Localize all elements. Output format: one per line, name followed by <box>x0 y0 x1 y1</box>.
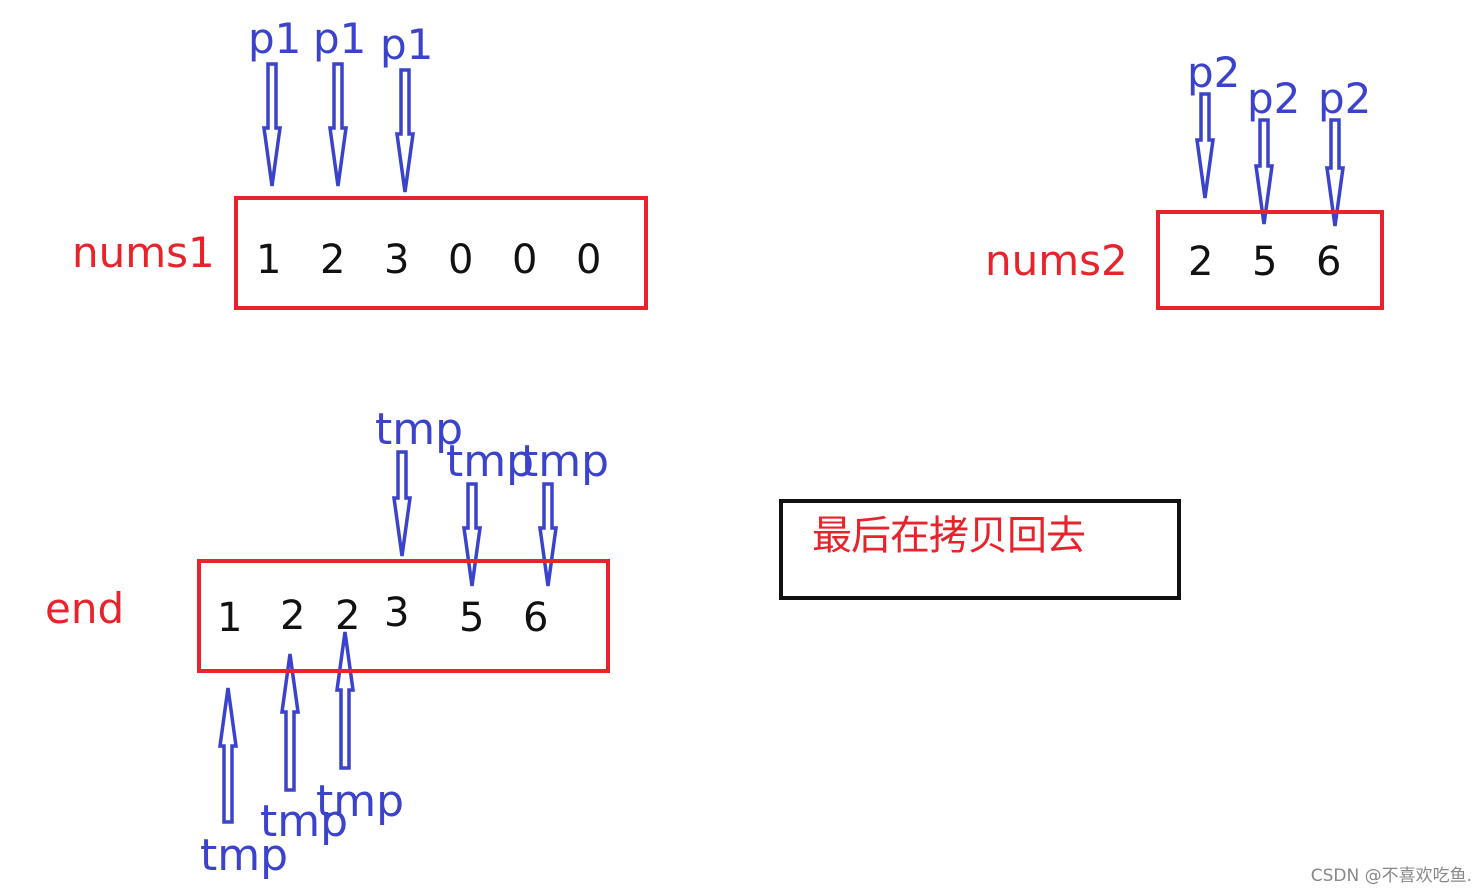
end-array-box <box>197 559 610 673</box>
p2-pointer-label: p2 <box>1318 74 1372 123</box>
nums1-cell: 3 <box>384 237 410 283</box>
pointer-arrow <box>537 482 559 587</box>
pointer-arrow <box>327 62 349 187</box>
nums1-cell: 1 <box>256 237 282 283</box>
note-box <box>779 499 1181 600</box>
pointer-arrow <box>1194 92 1216 199</box>
note-text: 最后在拷贝回去 <box>812 513 1086 559</box>
nums1-label: nums1 <box>72 228 215 277</box>
nums1-cell: 0 <box>576 237 602 283</box>
pointer-arrow <box>461 482 483 587</box>
nums2-cell: 5 <box>1252 239 1278 285</box>
pointer-arrow <box>1253 118 1275 225</box>
end-cell: 5 <box>459 595 485 641</box>
tmp-pointer-label: tmp <box>316 776 405 827</box>
nums2-cell: 2 <box>1188 239 1214 285</box>
tmp-pointer-label: tmp <box>521 436 610 487</box>
nums1-cell: 0 <box>512 237 538 283</box>
tmp-pointer-label: tmp <box>446 436 535 487</box>
end-cell: 6 <box>523 595 549 641</box>
end-cell: 3 <box>384 590 410 636</box>
pointer-arrow <box>261 62 283 187</box>
pointer-arrow <box>1324 118 1346 227</box>
watermark: CSDN @不喜欢吃鱼. <box>1310 866 1472 886</box>
nums1-cell: 2 <box>320 237 346 283</box>
end-cell: 2 <box>335 593 361 639</box>
pointer-arrow <box>279 653 301 792</box>
p1-pointer-label: p1 <box>380 20 434 69</box>
end-cell: 1 <box>217 595 243 641</box>
p2-pointer-label: p2 <box>1187 48 1241 97</box>
nums1-cell: 0 <box>448 237 474 283</box>
pointer-arrow <box>334 631 356 770</box>
p1-pointer-label: p1 <box>313 14 367 63</box>
end-label: end <box>45 584 125 633</box>
nums1-array-box <box>234 196 648 310</box>
p1-pointer-label: p1 <box>248 14 302 63</box>
nums2-cell: 6 <box>1316 239 1342 285</box>
tmp-pointer-label: tmp <box>260 796 349 847</box>
tmp-pointer-label: tmp <box>375 404 464 455</box>
pointer-arrow <box>394 68 416 193</box>
pointer-arrow <box>391 450 413 557</box>
pointer-arrow <box>217 687 239 824</box>
p2-pointer-label: p2 <box>1247 74 1301 123</box>
end-cell: 2 <box>280 593 306 639</box>
nums2-array-box <box>1156 210 1384 310</box>
nums2-label: nums2 <box>985 236 1128 285</box>
tmp-pointer-label: tmp <box>200 830 289 881</box>
